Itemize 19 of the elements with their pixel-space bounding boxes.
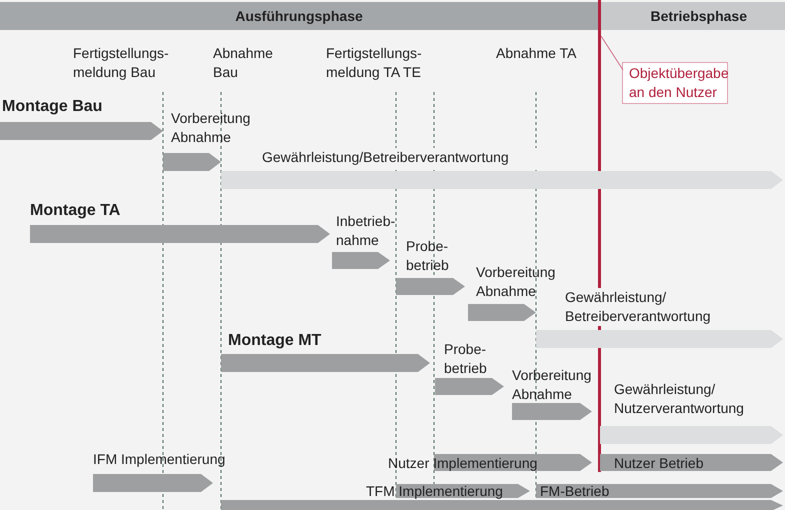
task-bar: Probe- betrieb: [435, 340, 504, 395]
task-bar: Nutzer Betrieb: [600, 454, 783, 471]
task-bar: Vorbereitung Abnahme: [512, 366, 597, 420]
milestone-label: Fertigstellungs- meldung Bau: [73, 44, 170, 82]
task-bar: Gewährleistung/Betreiberverantwortung: [221, 148, 783, 189]
callout-box: Objektübergabe an den Nutzer: [622, 62, 728, 104]
leader-line: [600, 36, 624, 70]
task-bar: [221, 500, 783, 510]
milestone-label: Fertigstellungs- meldung TA TE: [326, 44, 423, 82]
task-bar: FM-Betrieb: [536, 482, 783, 498]
phase-header-band: Betriebsphase: [599, 2, 785, 30]
task-bar: Gewährleistung/ Betreiberverantwortung: [536, 288, 783, 348]
milestone-label: Abnahme TA: [496, 44, 578, 63]
task-bar: IFM Implementierung: [93, 450, 263, 492]
milestone-label: Abnahme Bau: [213, 44, 273, 82]
task-bar: Montage MT: [221, 331, 430, 372]
phase-header-band: Ausführungsphase: [0, 2, 598, 30]
task-bar: Montage TA: [30, 201, 330, 243]
task-bar: Montage Bau: [0, 97, 163, 140]
